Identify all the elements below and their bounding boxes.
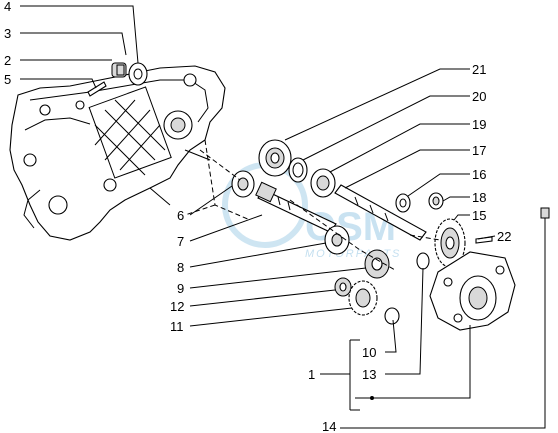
assembly-guides xyxy=(184,139,441,271)
label-22: 22 xyxy=(497,229,511,244)
label-21: 21 xyxy=(472,62,486,77)
part-5-pin xyxy=(87,81,107,97)
part-9-gear xyxy=(364,249,390,279)
leader-lines xyxy=(20,5,546,429)
crankcase-housing xyxy=(9,65,226,241)
label-8: 8 xyxy=(177,260,184,275)
label-10: 10 xyxy=(362,345,376,360)
part-17-shaft xyxy=(334,184,427,241)
part-bolt xyxy=(540,207,550,290)
part-18-washer xyxy=(428,192,444,210)
label-15: 15 xyxy=(472,208,486,223)
label-12: 12 xyxy=(170,299,184,314)
label-19: 19 xyxy=(472,117,486,132)
part-2-bushing xyxy=(111,62,127,78)
label-14: 14 xyxy=(322,419,336,433)
label-4: 4 xyxy=(4,0,11,14)
label-9: 9 xyxy=(177,281,184,296)
part-16-washer xyxy=(395,193,411,213)
label-5: 5 xyxy=(4,72,11,87)
part-labels: 4 3 2 5 21 20 19 17 16 18 15 22 6 7 8 9 … xyxy=(4,0,511,433)
part-12-gear xyxy=(334,277,352,297)
part-3-seal xyxy=(128,62,148,86)
part-20-ring xyxy=(288,157,308,183)
part-7-shaft xyxy=(255,181,337,233)
part-21-bearing xyxy=(258,139,292,177)
label-7: 7 xyxy=(177,234,184,249)
label-13: 13 xyxy=(362,367,376,382)
label-2: 2 xyxy=(4,53,11,68)
part-10-bearing xyxy=(384,307,400,325)
part-11-gear xyxy=(348,280,378,316)
label-3: 3 xyxy=(4,26,11,41)
part-14-cover xyxy=(429,251,516,331)
label-11: 11 xyxy=(170,319,184,334)
part-19-bearing xyxy=(310,168,336,198)
label-16: 16 xyxy=(472,167,486,182)
label-18: 18 xyxy=(472,190,486,205)
part-15-gear xyxy=(434,218,466,268)
part-8-bearing xyxy=(324,225,350,255)
part-6-bearing xyxy=(231,170,255,198)
label-17: 17 xyxy=(472,143,486,158)
label-6: 6 xyxy=(177,208,184,223)
label-1: 1 xyxy=(308,367,315,382)
part-13-bearing xyxy=(416,252,430,270)
label-20: 20 xyxy=(472,89,486,104)
